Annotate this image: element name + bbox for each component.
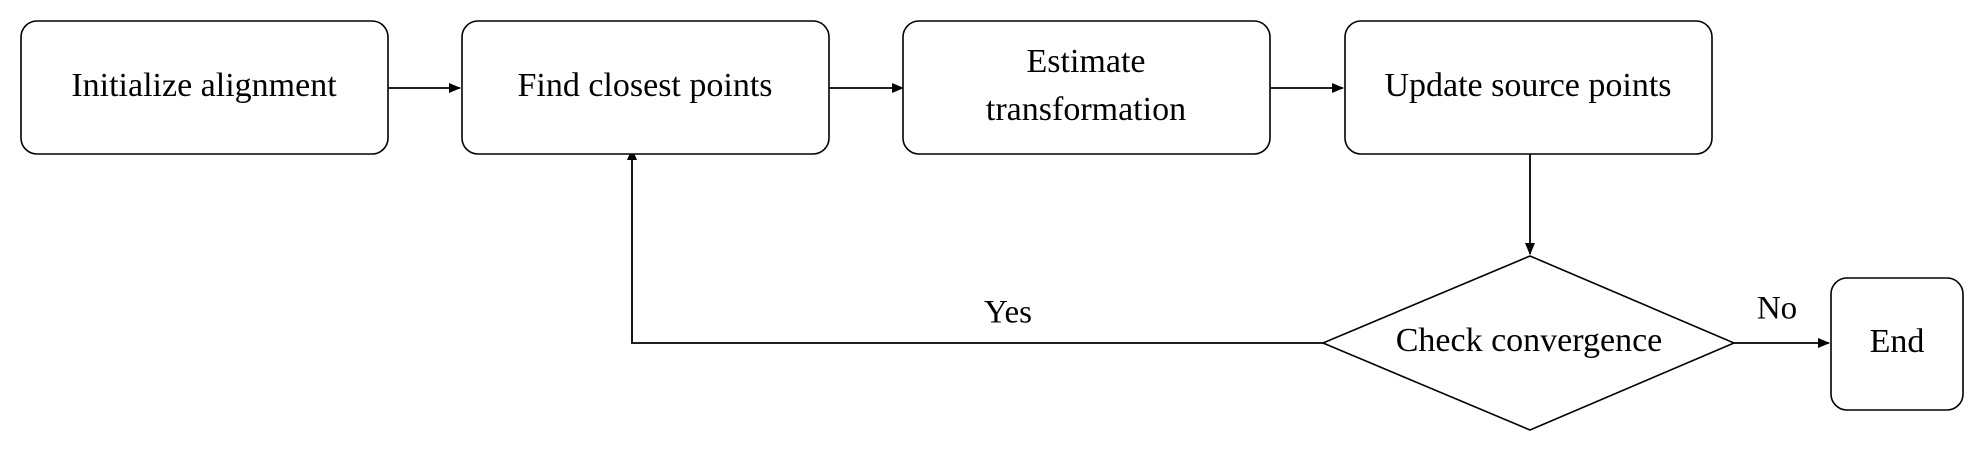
node-estimate-transformation-label-line2: transformation	[986, 91, 1186, 128]
node-end: End	[1830, 277, 1964, 411]
node-estimate-transformation-label-line1: Estimate	[1027, 43, 1146, 80]
node-initialize-alignment: Initialize alignment	[20, 20, 389, 155]
node-initialize-alignment-label: Initialize alignment	[71, 67, 337, 104]
node-check-convergence: Check convergence	[1320, 255, 1737, 431]
node-check-convergence-label: Check convergence	[1396, 322, 1663, 359]
edge-label-yes: Yes	[984, 295, 1032, 331]
edge-label-no: No	[1757, 291, 1797, 327]
node-update-source-points-label: Update source points	[1384, 67, 1671, 104]
node-find-closest-points: Find closest points	[461, 20, 830, 155]
node-estimate-transformation: Estimate transformation	[902, 20, 1271, 155]
node-end-label: End	[1870, 323, 1925, 360]
arrow-check-yes-to-find	[627, 148, 1323, 344]
node-find-closest-points-label: Find closest points	[517, 67, 772, 104]
node-update-source-points: Update source points	[1344, 20, 1713, 155]
